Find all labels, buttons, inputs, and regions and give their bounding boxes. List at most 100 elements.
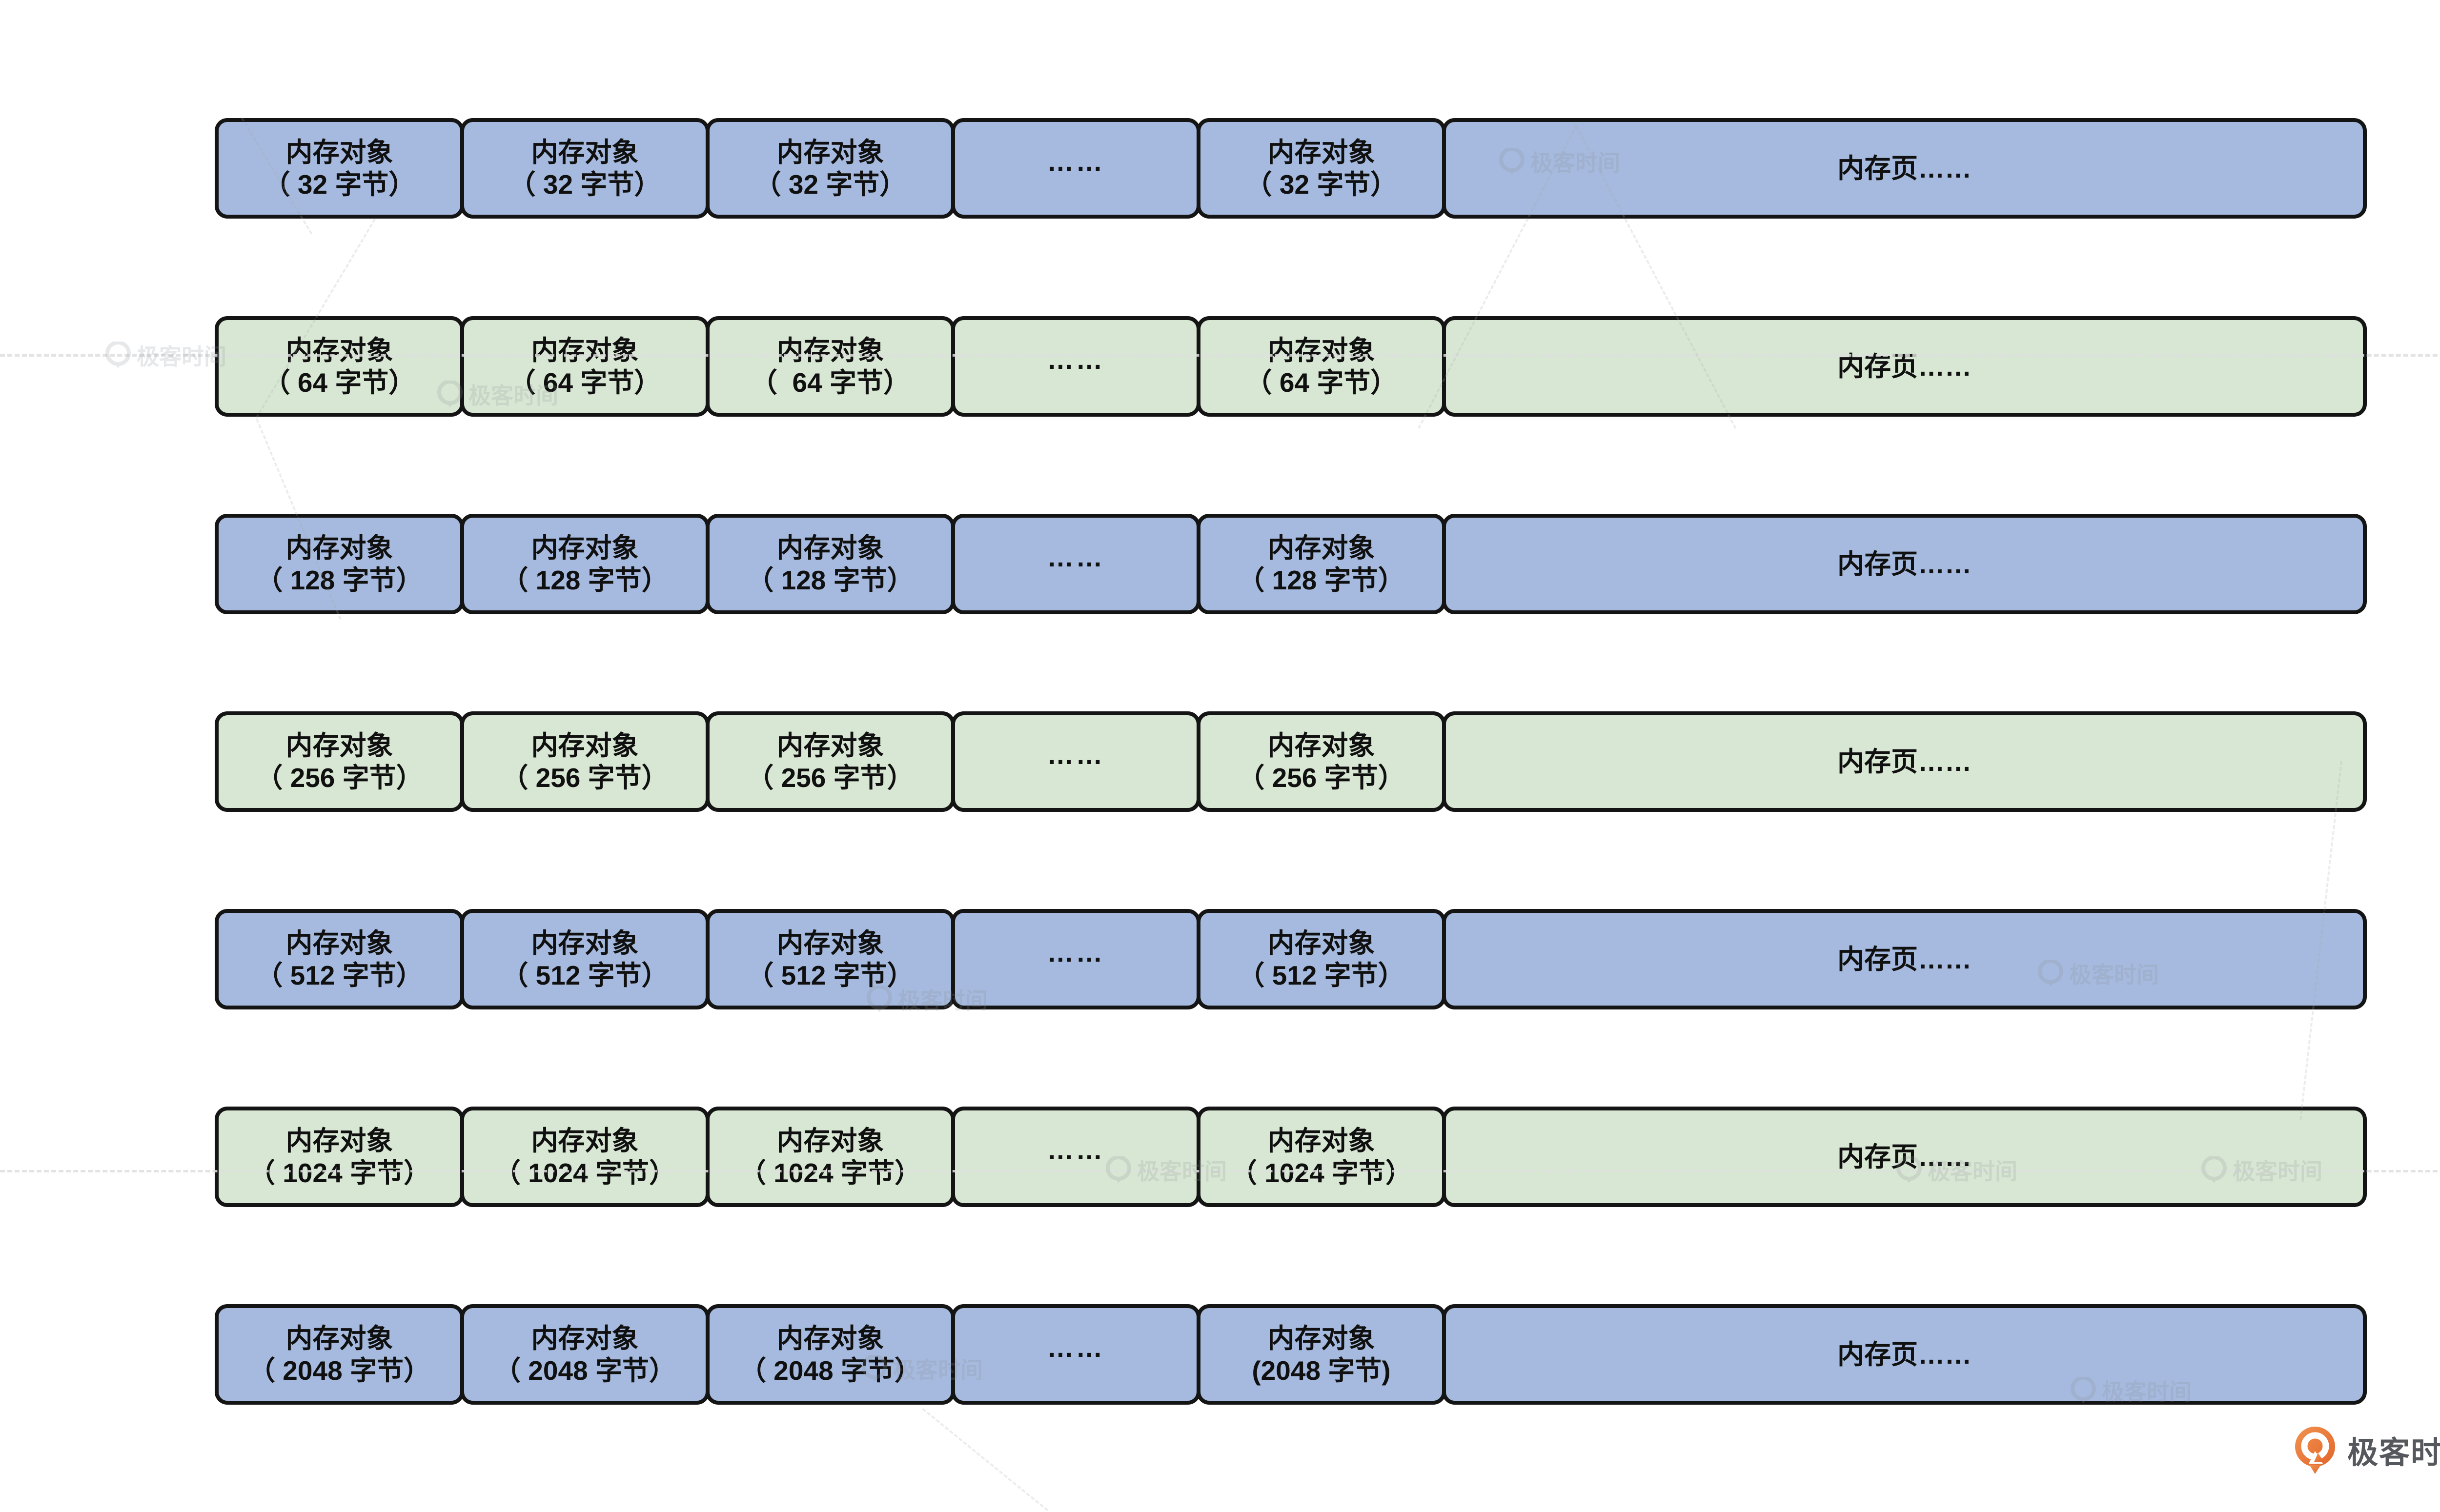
memory-object-label-line2: （ 64 字节）: [508, 367, 661, 398]
ellipsis-block: ……: [951, 514, 1200, 614]
brand-label: 极客时间: [2347, 1435, 2440, 1470]
ellipsis-block: ……: [951, 316, 1200, 417]
ellipsis-label: ……: [1047, 740, 1105, 770]
memory-object-block: 内存对象(2048 字节): [1197, 1304, 1446, 1405]
memory-object-label-line1: 内存对象: [531, 928, 639, 958]
memory-page-label: 内存页……: [1837, 1142, 1972, 1172]
memory-object-label-line1: 内存对象: [531, 1126, 639, 1156]
memory-page-label: 内存页……: [1837, 944, 1972, 974]
memory-object-label-line2: （ 512 字节）: [501, 960, 669, 990]
memory-object-label-line2: （ 512 字节）: [256, 960, 423, 990]
ellipsis-block: ……: [951, 1107, 1200, 1207]
ellipsis-label: ……: [1047, 344, 1105, 375]
memory-object-block: 内存对象（ 32 字节）: [460, 118, 710, 219]
memory-object-label-line1: 内存对象: [285, 928, 393, 958]
memory-object-label-line1: 内存对象: [776, 533, 884, 563]
memory-object-block: 内存对象（ 512 字节）: [706, 909, 955, 1009]
memory-page-label: 内存页……: [1837, 351, 1972, 382]
ellipsis-label: ……: [1047, 937, 1105, 968]
size-class-row-64: 内存对象（ 64 字节）内存对象（ 64 字节）内存对象（ 64 字节）……内存…: [215, 316, 2367, 417]
memory-object-label-line1: 内存对象: [776, 1323, 884, 1353]
memory-object-label-line1: 内存对象: [531, 730, 639, 761]
memory-object-block: 内存对象（ 128 字节）: [706, 514, 955, 614]
memory-object-label-line2: （ 32 字节）: [263, 169, 416, 200]
memory-object-block: 内存对象（ 256 字节）: [706, 711, 955, 812]
memory-object-label-line1: 内存对象: [285, 335, 393, 365]
memory-page-block: 内存页……: [1442, 909, 2367, 1009]
ellipsis-block: ……: [951, 711, 1200, 812]
memory-page-label: 内存页……: [1837, 1339, 1972, 1370]
memory-object-label-line2: （ 2048 字节）: [739, 1355, 921, 1386]
memory-object-label-line2: （ 256 字节）: [747, 763, 914, 793]
size-class-row-512: 内存对象（ 512 字节）内存对象（ 512 字节）内存对象（ 512 字节）……: [215, 909, 2367, 1009]
memory-object-label-line1: 内存对象: [531, 137, 639, 167]
memory-page-block: 内存页……: [1442, 118, 2367, 219]
memory-object-label-line2: （ 512 字节）: [747, 960, 914, 990]
memory-object-block: 内存对象（ 512 字节）: [1197, 909, 1446, 1009]
memory-object-block: 内存对象（ 32 字节）: [1197, 118, 1446, 219]
memory-object-label-line1: 内存对象: [776, 1126, 884, 1156]
memory-page-block: 内存页……: [1442, 316, 2367, 417]
memory-object-block: 内存对象（ 512 字节）: [460, 909, 710, 1009]
memory-object-label-line1: 内存对象: [285, 1323, 393, 1353]
memory-object-label-line2: （ 1024 字节）: [1230, 1158, 1412, 1188]
memory-object-block: 内存对象（ 2048 字节）: [215, 1304, 464, 1405]
memory-object-block: 内存对象（ 256 字节）: [1197, 711, 1446, 812]
memory-object-block: 内存对象（ 64 字节）: [1197, 316, 1446, 417]
memory-object-label-line2: （ 128 字节）: [501, 565, 669, 595]
memory-object-block: 内存对象（ 512 字节）: [215, 909, 464, 1009]
memory-object-label-line1: 内存对象: [1267, 928, 1375, 958]
memory-object-label-line1: 内存对象: [1267, 533, 1375, 563]
memory-object-label-line1: 内存对象: [1267, 730, 1375, 761]
memory-object-label-line2: （ 2048 字节）: [494, 1355, 676, 1386]
watermark-diagonal-line: [922, 1408, 1049, 1512]
watermark-brand-label: 极客时间: [137, 344, 226, 369]
memory-object-label-line1: 内存对象: [1267, 335, 1375, 365]
memory-object-label-line2: （ 32 字节）: [1245, 169, 1398, 200]
memory-object-block: 内存对象（ 2048 字节）: [706, 1304, 955, 1405]
memory-object-block: 内存对象（ 1024 字节）: [1197, 1107, 1446, 1207]
memory-object-block: 内存对象（ 32 字节）: [706, 118, 955, 219]
ellipsis-label: ……: [1047, 542, 1105, 572]
watermark-logo-icon: [105, 342, 131, 368]
memory-object-block: 内存对象（ 256 字节）: [460, 711, 710, 812]
ellipsis-block: ……: [951, 118, 1200, 219]
memory-object-label-line2: （ 1024 字节）: [248, 1158, 430, 1188]
memory-object-label-line1: 内存对象: [285, 1126, 393, 1156]
ellipsis-label: ……: [1047, 1332, 1105, 1363]
size-class-row-32: 内存对象（ 32 字节）内存对象（ 32 字节）内存对象（ 32 字节）……内存…: [215, 118, 2367, 219]
memory-object-label-line2: （ 128 字节）: [1238, 565, 1405, 595]
memory-object-label-line1: 内存对象: [776, 730, 884, 761]
memory-object-block: 内存对象（ 2048 字节）: [460, 1304, 710, 1405]
memory-object-label-line1: 内存对象: [531, 1323, 639, 1353]
memory-object-block: 内存对象（ 256 字节）: [215, 711, 464, 812]
memory-object-label-line1: 内存对象: [1267, 137, 1375, 167]
memory-object-label-line2: (2048 字节): [1252, 1355, 1391, 1386]
memory-object-label-line2: （ 128 字节）: [256, 565, 423, 595]
ellipsis-label: ……: [1047, 146, 1105, 177]
memory-page-label: 内存页……: [1837, 153, 1972, 183]
memory-object-label-line2: （ 256 字节）: [501, 763, 669, 793]
memory-object-label-line2: （ 32 字节）: [508, 169, 661, 200]
memory-object-label-line2: （ 64 字节）: [263, 367, 416, 398]
memory-object-block: 内存对象（ 1024 字节）: [706, 1107, 955, 1207]
memory-object-label-line1: 内存对象: [1267, 1126, 1375, 1156]
memory-object-label-line1: 内存对象: [285, 730, 393, 761]
geektime-logo-icon: [2295, 1427, 2335, 1474]
memory-object-label-line2: （ 64 字节）: [750, 367, 911, 398]
memory-object-block: 内存对象（ 64 字节）: [460, 316, 710, 417]
memory-object-label-line1: 内存对象: [776, 335, 884, 365]
memory-page-block: 内存页……: [1442, 1304, 2367, 1405]
memory-page-label: 内存页……: [1837, 746, 1972, 777]
memory-object-block: 内存对象（ 128 字节）: [1197, 514, 1446, 614]
memory-object-label-line1: 内存对象: [285, 533, 393, 563]
memory-object-label-line2: （ 1024 字节）: [494, 1158, 676, 1188]
memory-object-label-line1: 内存对象: [285, 137, 393, 167]
memory-page-block: 内存页……: [1442, 1107, 2367, 1207]
memory-object-block: 内存对象（ 1024 字节）: [215, 1107, 464, 1207]
memory-object-label-line1: 内存对象: [531, 533, 639, 563]
memory-object-label-line2: （ 128 字节）: [747, 565, 914, 595]
memory-object-label-line2: （ 32 字节）: [754, 169, 907, 200]
memory-object-block: 内存对象（ 32 字节）: [215, 118, 464, 219]
